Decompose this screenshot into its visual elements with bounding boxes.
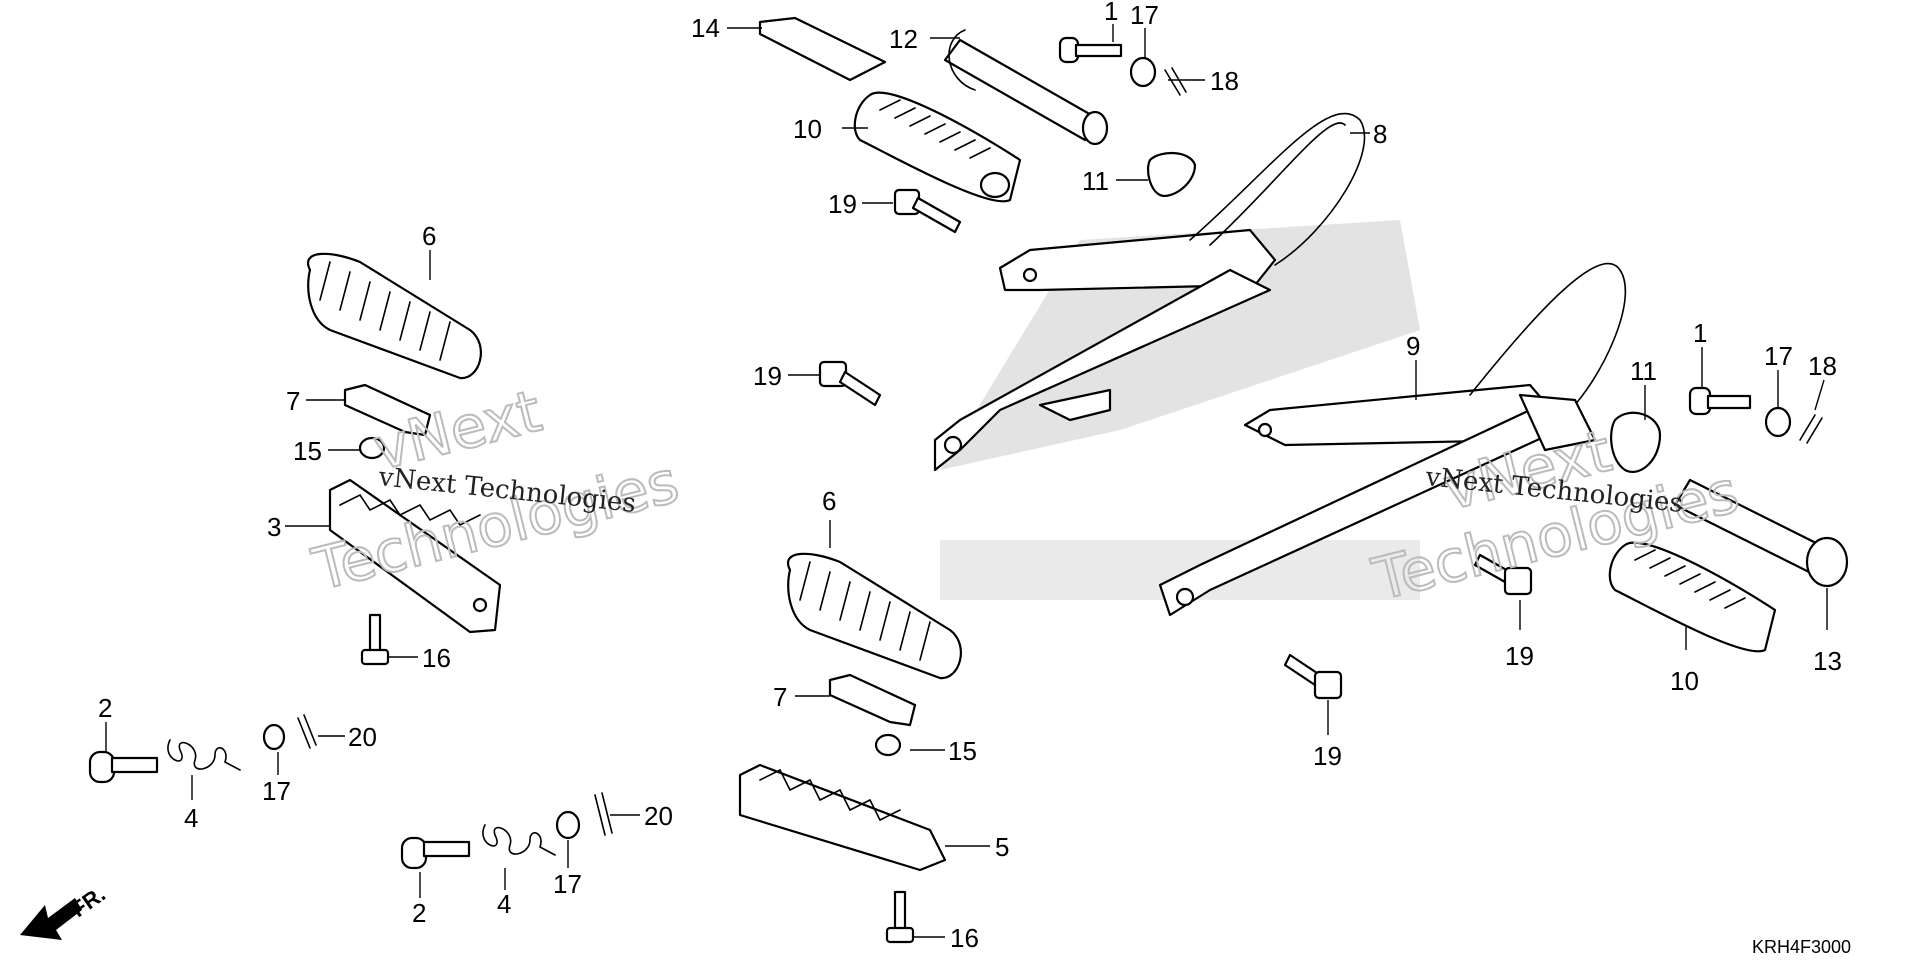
callout-15-left: 15 (293, 436, 322, 466)
callout-7-center: 7 (773, 682, 787, 712)
callout-labels: 14 12 1 17 18 8 10 11 19 6 7 15 3 16 19 … (98, 0, 1842, 953)
washer-bottom-center (555, 810, 581, 840)
step-plate-left (343, 383, 432, 437)
callout-19-right: 19 (1505, 641, 1534, 671)
bolt-19-right-b (1283, 653, 1343, 700)
stopper-upper (1146, 152, 1197, 198)
leader-lines (105, 24, 1828, 938)
washer-right (1764, 406, 1792, 438)
callout-2-left: 2 (98, 693, 112, 723)
cotter-pin-upper (1164, 67, 1187, 96)
callout-5: 5 (995, 832, 1009, 862)
bolt-upper (1058, 36, 1123, 64)
footpeg-left (328, 478, 502, 634)
bolt-19-right-a (1473, 553, 1533, 596)
callout-20-left: 20 (348, 722, 377, 752)
callout-14: 14 (691, 13, 720, 43)
callout-16-center: 16 (950, 923, 979, 953)
callout-8: 8 (1373, 119, 1387, 149)
collar-center (874, 733, 902, 757)
callout-9: 9 (1406, 331, 1420, 361)
callout-4-left: 4 (184, 803, 198, 833)
cotter-pin-bottom-left (297, 714, 317, 749)
step-bracket-right (1158, 262, 1627, 617)
callout-15-center: 15 (948, 736, 977, 766)
cotter-pin-right (1799, 414, 1823, 444)
callout-17-bottom-center: 17 (553, 869, 582, 899)
footpeg-center (738, 763, 947, 872)
spring-center (482, 824, 556, 856)
bolt-19-middle (818, 360, 882, 407)
step-pin-lower (1673, 478, 1849, 588)
callout-17-bottom-left: 17 (262, 776, 291, 806)
cotter-pin-bottom-center (594, 792, 613, 836)
step-plate-center (828, 673, 917, 727)
callout-3: 3 (267, 512, 281, 542)
rubber-strip (758, 16, 887, 82)
bolt-16-center (885, 890, 915, 944)
footpeg-rubber-left (307, 252, 482, 380)
callout-19-upper: 19 (828, 189, 857, 219)
callout-1-upper: 1 (1104, 0, 1118, 26)
callout-2-center: 2 (412, 898, 426, 928)
callout-18-right: 18 (1808, 351, 1837, 381)
pin-left (88, 750, 159, 784)
bolt-19-upper (893, 188, 962, 234)
callout-18-upper: 18 (1210, 66, 1239, 96)
step-bracket-left (933, 112, 1366, 472)
diagram-code: KRH4F3000 (1752, 937, 1851, 957)
washer-bottom-left (262, 723, 286, 751)
stopper-right (1610, 411, 1662, 473)
footpeg-rubber-right (1608, 541, 1777, 653)
callout-12: 12 (889, 24, 918, 54)
callout-6-left: 6 (422, 221, 436, 251)
spring-left (167, 739, 241, 771)
pin-center (400, 836, 471, 870)
footpeg-rubber-center (787, 552, 962, 680)
washer-upper (1129, 56, 1157, 88)
watermark-outline-bottom-left: Technologies (306, 447, 685, 603)
callout-6-center: 6 (822, 486, 836, 516)
callout-4-center: 4 (497, 889, 511, 919)
callout-13: 13 (1813, 646, 1842, 676)
bolt-right (1688, 386, 1752, 416)
step-pin-upper (943, 29, 1109, 146)
callout-7-left: 7 (286, 386, 300, 416)
callout-11-right: 11 (1630, 356, 1657, 386)
bolt-16-left (360, 613, 390, 666)
callout-10-upper: 10 (793, 114, 822, 144)
callout-16-left: 16 (422, 643, 451, 673)
callout-19-middle: 19 (753, 361, 782, 391)
callout-17-right: 17 (1764, 341, 1793, 371)
callout-20-center: 20 (644, 801, 673, 831)
footpeg-rubber-upper (853, 91, 1022, 203)
callout-11-upper: 11 (1082, 166, 1109, 196)
callout-17-upper: 17 (1130, 0, 1159, 30)
front-arrow-icon (20, 898, 82, 940)
callout-10-right: 10 (1670, 666, 1699, 696)
callout-1-right: 1 (1693, 318, 1707, 348)
callout-19-lower: 19 (1313, 741, 1342, 771)
front-indicator: FR. (20, 881, 110, 940)
collar-left (358, 436, 386, 460)
